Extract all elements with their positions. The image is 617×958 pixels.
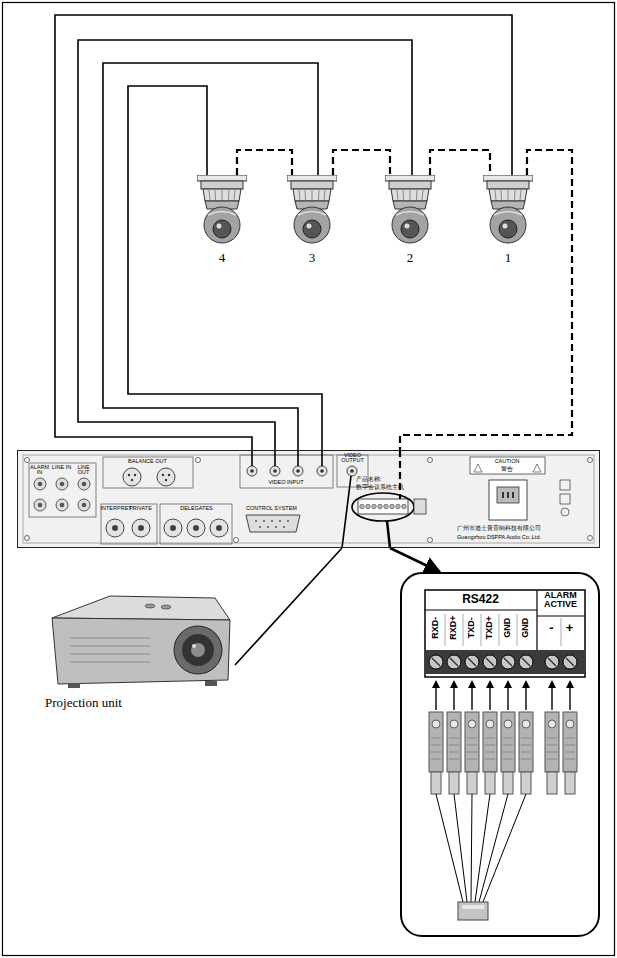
panel-label: 产品名称: bbox=[356, 477, 404, 483]
panel-label: BALANCE OUT bbox=[118, 459, 178, 465]
terminal-screw bbox=[429, 655, 443, 669]
terminal-label: - bbox=[545, 621, 559, 635]
panel-label: DELEGATES bbox=[172, 506, 222, 512]
terminal-label: TXD- bbox=[467, 612, 476, 642]
terminal-callout: RS422ALARM ACTIVE RXD- RXD+ TXD- TXD+ GND GND -… bbox=[400, 572, 600, 937]
panel-label: CONTROL SYSTEM bbox=[242, 506, 302, 512]
panel-label: 数字会议系统主机 bbox=[356, 485, 404, 491]
terminal-plug bbox=[483, 680, 533, 902]
zoom-arrow bbox=[390, 548, 440, 572]
panel-label: LINE OUT bbox=[72, 465, 96, 477]
terminal-plug bbox=[475, 680, 497, 902]
video-output-cable bbox=[235, 548, 342, 665]
panel-label: Guangzhou DSPPA Audio Co.,Ltd. bbox=[452, 535, 547, 541]
terminal-label: RXD+ bbox=[449, 612, 458, 642]
panel-label: VIDEO OUTPUT bbox=[338, 453, 368, 465]
terminal-screw bbox=[519, 655, 533, 669]
panel-label: 警告 bbox=[470, 467, 545, 473]
terminal-detail bbox=[425, 590, 585, 920]
terminal-label: GND bbox=[503, 612, 512, 642]
panel-label: CAUTION bbox=[470, 459, 545, 465]
dome-camera: 4 bbox=[197, 175, 247, 267]
terminal-label: RS422 bbox=[425, 593, 537, 606]
terminal-screw bbox=[447, 655, 461, 669]
video-cable bbox=[55, 15, 512, 450]
projector bbox=[52, 596, 230, 688]
terminal-label: TXD+ bbox=[485, 612, 494, 642]
panel-label: PRIVATE bbox=[127, 506, 155, 512]
callout-number: 4 bbox=[197, 251, 247, 265]
dome-camera: 3 bbox=[287, 175, 337, 267]
callout-number: 1 bbox=[483, 251, 533, 265]
panel-label: VIDEO INPUT bbox=[240, 480, 333, 486]
terminal-plug bbox=[545, 680, 559, 794]
control-cable bbox=[237, 150, 292, 175]
terminal-label: ALARM ACTIVE bbox=[537, 591, 585, 610]
frame bbox=[3, 3, 615, 956]
panel-label: LINE IN bbox=[50, 465, 74, 471]
panel-label: INTERPRET bbox=[101, 506, 129, 512]
projection-unit: Projection unit bbox=[40, 588, 235, 713]
terminal-label: GND bbox=[521, 612, 530, 642]
control-cable bbox=[400, 150, 572, 450]
conference-main-unit: ALARM INLINE INLINE OUT BALANCE OUT INTERP… bbox=[17, 450, 600, 548]
dome-camera: 2 bbox=[385, 175, 435, 267]
callout-number: 3 bbox=[287, 251, 337, 265]
panel-label: 广州市迪士普音响科技有限公司 bbox=[452, 526, 547, 532]
terminal-screw bbox=[545, 655, 559, 669]
terminal-label: RXD- bbox=[431, 612, 440, 642]
rear-panel bbox=[17, 450, 600, 548]
video-cable bbox=[103, 63, 318, 450]
terminal-plug bbox=[429, 680, 463, 902]
panel-label: ALARM IN bbox=[28, 465, 52, 477]
callout-number: 2 bbox=[385, 251, 435, 265]
video-cable bbox=[128, 86, 322, 450]
terminal-label: + bbox=[563, 621, 577, 635]
dome-camera: 1 bbox=[483, 175, 533, 267]
control-cable bbox=[333, 150, 390, 175]
terminal-screw bbox=[563, 655, 577, 669]
terminal-plug bbox=[447, 680, 467, 902]
terminal-screw bbox=[501, 655, 515, 669]
terminal-plug bbox=[465, 680, 479, 902]
device-label: Projection unit bbox=[45, 696, 195, 710]
video-cable bbox=[78, 40, 412, 450]
terminal-screw bbox=[465, 655, 479, 669]
terminal-screw bbox=[483, 655, 497, 669]
control-cable bbox=[430, 150, 490, 175]
dome-camera bbox=[197, 175, 533, 243]
terminal-plug bbox=[479, 680, 515, 902]
terminal-plug bbox=[563, 680, 577, 794]
